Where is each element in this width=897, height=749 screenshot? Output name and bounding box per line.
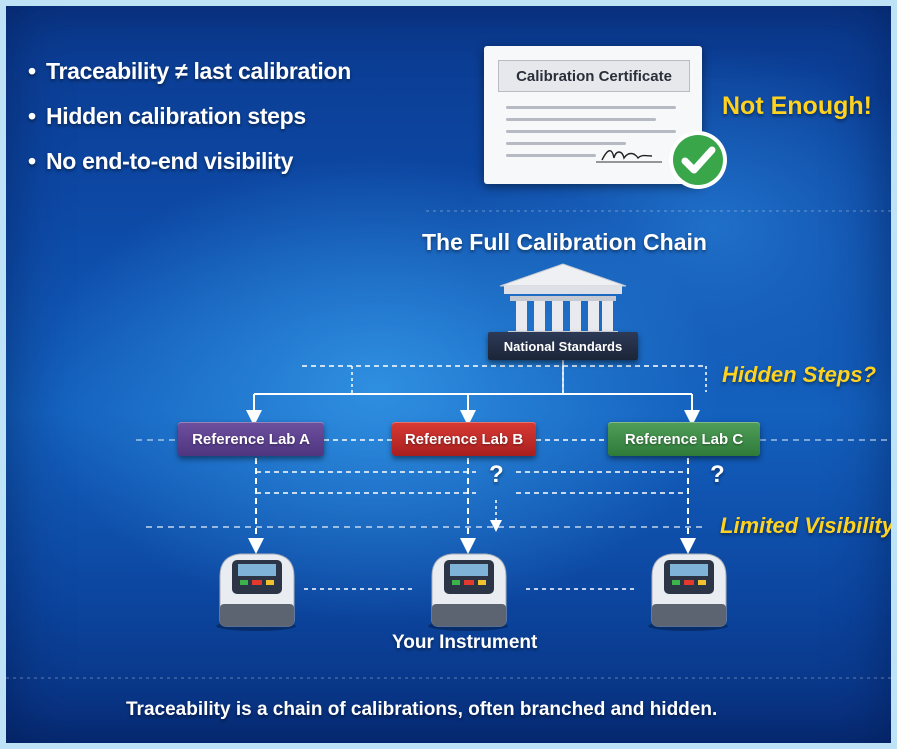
instrument-label: Your Instrument [392,632,538,653]
hidden-steps-label: Hidden Steps? [722,362,877,387]
chain-title: The Full Calibration Chain [422,229,707,255]
certificate-line [506,118,656,121]
not-enough-label: Not Enough! [722,92,872,120]
question-mark-1: ? [489,461,504,488]
certificate-line [506,130,676,133]
connector-lines [6,210,891,679]
limited-visibility-label: Limited Visibility [720,513,891,538]
instrument-icon [648,553,728,631]
reference-lab-a: Reference Lab A [178,422,324,456]
bullet-no-visibility: No end-to-end visibility [28,148,293,175]
question-mark-2: ? [710,461,725,488]
reference-lab-c: Reference Lab C [608,422,760,456]
instrument-icon [216,553,296,631]
instrument-icon [428,553,508,631]
certificate-line [506,106,676,109]
national-standards-label: National Standards [488,332,638,360]
check-icon [669,131,727,189]
footer-caption: Traceability is a chain of calibrations,… [126,699,718,720]
certificate-title: Calibration Certificate [498,60,690,92]
certificate-line [506,154,596,157]
signature-icon [596,150,662,163]
certificate-line [506,142,626,145]
reference-lab-b: Reference Lab B [392,422,536,456]
calibration-certificate: Calibration Certificate [484,46,702,184]
bullet-traceability: Traceability ≠ last calibration [28,58,351,85]
diagram-canvas: Traceability ≠ last calibration Hidden c… [6,6,891,743]
bullet-hidden-steps: Hidden calibration steps [28,103,306,130]
